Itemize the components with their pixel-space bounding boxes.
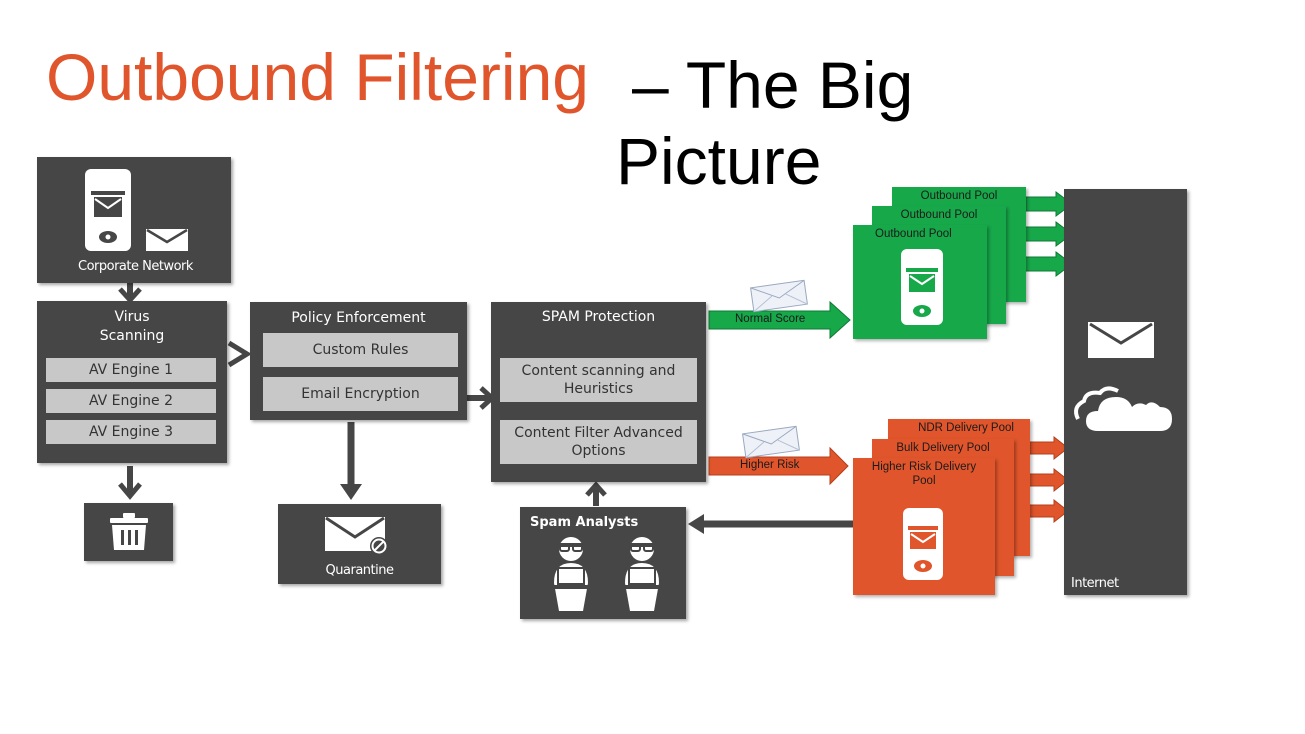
spam-analysts-label: Spam Analysts (530, 515, 639, 530)
arrow-policy-to-quarantine (340, 484, 362, 500)
policy-enforcement-box: Policy Enforcement Custom Rules Email En… (250, 302, 467, 420)
envelope-normal-icon (750, 279, 808, 313)
corporate-network-box: Corporate Network (37, 157, 231, 283)
spam-protection-box: SPAM Protection Content scanning and Heu… (491, 302, 706, 482)
cloud-icon (1074, 386, 1172, 431)
analyst-icon-1 (553, 537, 589, 611)
quarantine-box: Quarantine (278, 504, 441, 584)
internet-box: Internet (1064, 189, 1187, 595)
arrow-analysts-to-spam (585, 481, 607, 497)
route-normal-label: Normal Score (735, 313, 806, 325)
route-higher-arrow (708, 446, 849, 486)
arrow-risk-to-analysts (688, 514, 704, 534)
arrow-virus-to-policy (227, 340, 252, 368)
content-filter-chip: Content Filter Advanced Options (500, 420, 697, 464)
envelope-higher-icon (742, 425, 800, 459)
green-server-icon (901, 249, 943, 325)
arrow-virus-to-trash (118, 482, 142, 500)
spam-analysts-box: Spam Analysts (520, 507, 686, 619)
route-higher-label: Higher Risk (740, 459, 800, 471)
internet-mail-icon (1088, 322, 1154, 358)
email-encryption-chip: Email Encryption (263, 377, 458, 411)
analyst-icon-2 (624, 537, 660, 611)
title-rest-line1: – The Big (632, 48, 914, 122)
trash-icon (110, 513, 148, 550)
content-scanning-chip: Content scanning and Heuristics (500, 358, 697, 402)
outbound-pool-back-label: Outbound Pool (920, 190, 998, 202)
route-normal-arrow (708, 300, 851, 340)
outbound-pool-middle-label: Outbound Pool (900, 209, 978, 221)
outbound-pool-front: Outbound Pool (853, 225, 987, 339)
corporate-network-label: Corporate Network (78, 259, 193, 274)
policy-enforcement-title: Policy Enforcement (291, 310, 426, 326)
blocked-mail-icon (325, 516, 388, 555)
orange-out-arrow-1 (1029, 435, 1069, 461)
av-engine-2: AV Engine 2 (46, 389, 216, 413)
mail-icon (146, 228, 188, 251)
internet-label: Internet (1071, 576, 1119, 591)
virus-scanning-box: Virus Scanning AV Engine 1 AV Engine 2 A… (37, 301, 227, 463)
title-rest-line2: Picture (616, 124, 822, 198)
discard-box (84, 503, 173, 561)
av-engine-1: AV Engine 1 (46, 358, 216, 382)
higher-risk-pool-label: Higher Risk Delivery Pool (871, 461, 977, 488)
orange-server-icon (903, 508, 943, 580)
server-icon (85, 169, 131, 251)
higher-risk-pool: Higher Risk Delivery Pool (853, 458, 995, 595)
av-engine-3: AV Engine 3 (46, 420, 216, 444)
quarantine-label: Quarantine (325, 563, 394, 578)
outbound-pool-front-label: Outbound Pool (875, 228, 952, 240)
spam-protection-title: SPAM Protection (541, 309, 656, 325)
ndr-pool-label: NDR Delivery Pool (918, 422, 1014, 434)
virus-scanning-title: Virus Scanning (99, 309, 165, 344)
custom-rules-chip: Custom Rules (263, 333, 458, 367)
title-accent: Outbound Filtering (46, 40, 589, 114)
bulk-pool-label: Bulk Delivery Pool (896, 442, 990, 454)
